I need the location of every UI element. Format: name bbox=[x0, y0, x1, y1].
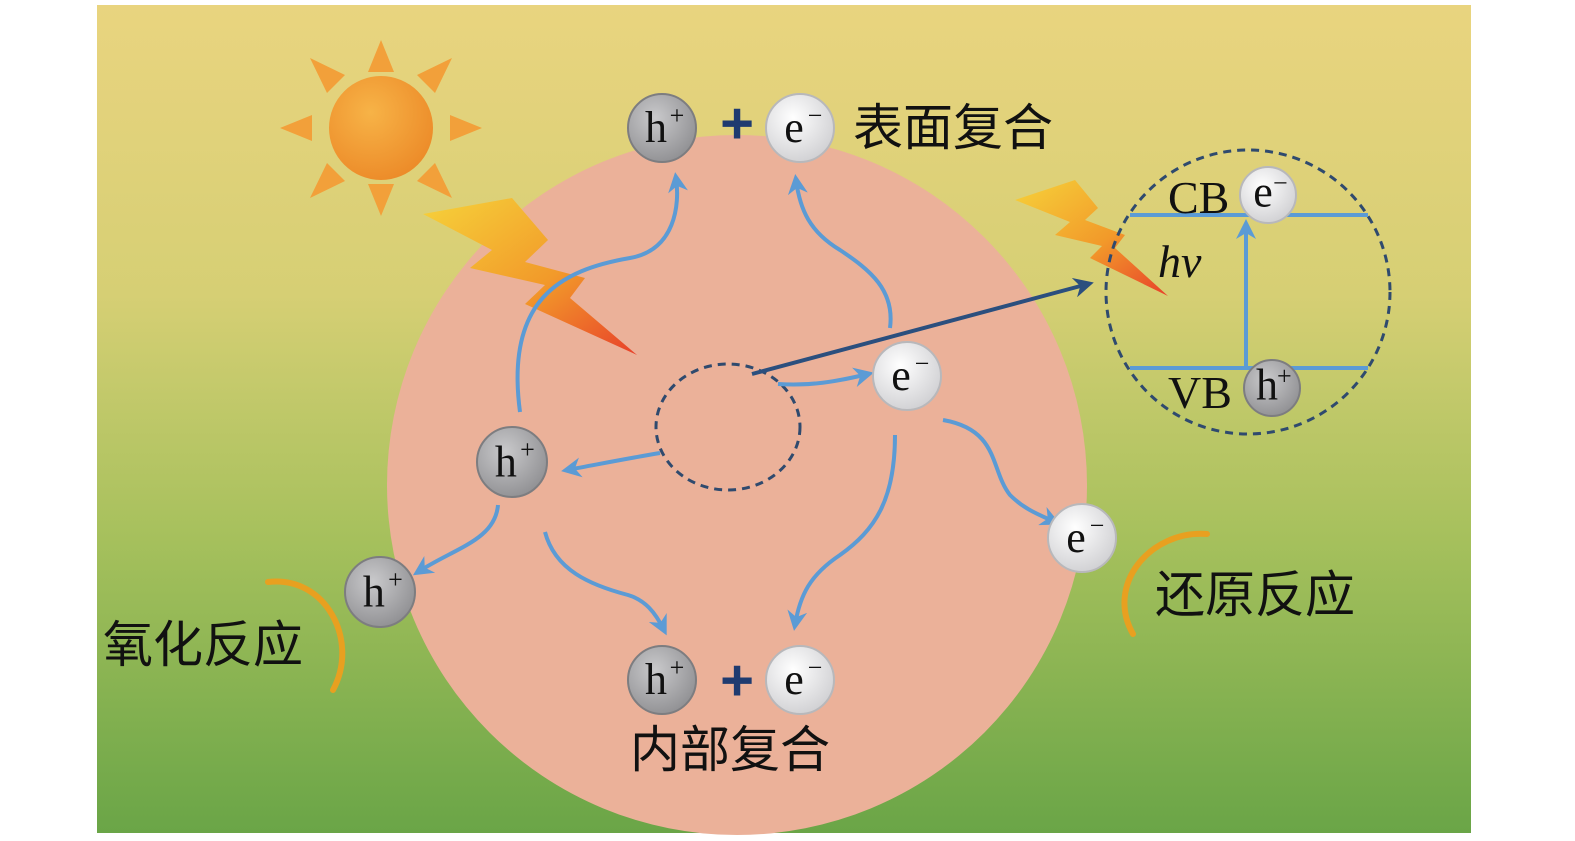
hole-to-oxidation-arrow bbox=[412, 504, 500, 576]
hole-generation-arrow bbox=[561, 451, 661, 478]
reduction-arc bbox=[1121, 530, 1210, 637]
electron-charge-superscript: − bbox=[915, 349, 930, 378]
hole-surface: h+ bbox=[627, 93, 697, 163]
hole-symbol: h bbox=[645, 655, 667, 704]
electron-bulk: e− bbox=[765, 645, 835, 715]
electron-charge-superscript: − bbox=[808, 101, 823, 130]
oxidation-arc bbox=[265, 578, 346, 693]
internal-recombination-label: 内部复合 bbox=[630, 721, 830, 779]
electron-reduction: e− bbox=[1047, 503, 1117, 573]
hole-symbol: h bbox=[645, 103, 667, 152]
hole-charge-superscript: + bbox=[520, 435, 535, 464]
band-diagram-circle bbox=[1104, 148, 1392, 436]
electron-symbol: e bbox=[784, 103, 804, 152]
electron-surface: e− bbox=[765, 93, 835, 163]
hole-symbol: h bbox=[1256, 361, 1278, 410]
electron-symbol: e bbox=[784, 655, 804, 704]
electron-symbol: e bbox=[1066, 513, 1086, 562]
plus-icon: + bbox=[720, 648, 754, 713]
hole-symbol: h bbox=[495, 437, 517, 486]
electron-to-bulk-arrow bbox=[787, 434, 897, 631]
electron-charge-superscript: − bbox=[808, 653, 823, 682]
electron-to-surface-arrow bbox=[787, 174, 893, 329]
electron-generated: e− bbox=[872, 341, 942, 411]
plus-icon: + bbox=[720, 91, 754, 156]
surface-recombination-label: 表面复合 bbox=[853, 99, 1053, 157]
hole-generated: h+ bbox=[476, 426, 548, 498]
electron-symbol: e bbox=[891, 351, 911, 400]
hole-symbol: h bbox=[363, 567, 385, 616]
lightning-icon bbox=[1015, 180, 1168, 296]
electron-charge-superscript: − bbox=[1090, 511, 1105, 540]
vb-label: VB bbox=[1168, 367, 1232, 418]
electron-generation-arrow bbox=[777, 367, 874, 388]
hole-to-surface-arrow bbox=[515, 172, 688, 413]
electron-to-reduction-arrow bbox=[942, 418, 1061, 526]
lightning-icon bbox=[423, 198, 637, 355]
hole-to-bulk-arrow bbox=[543, 531, 667, 636]
hole-bulk: h+ bbox=[627, 645, 697, 715]
electron-charge-superscript: − bbox=[1273, 169, 1288, 198]
hole-vb: h+ bbox=[1243, 359, 1301, 417]
electron-symbol: e bbox=[1253, 168, 1273, 217]
excitation-site bbox=[654, 362, 802, 492]
reduction-reaction-label: 还原反应 bbox=[1155, 566, 1355, 624]
zoom-arrow bbox=[751, 277, 1094, 376]
hole-charge-superscript: + bbox=[670, 653, 685, 682]
electron-cb: e− bbox=[1239, 166, 1297, 224]
hole-charge-superscript: + bbox=[1277, 362, 1292, 391]
hole-oxidation: h+ bbox=[344, 556, 416, 628]
hole-charge-superscript: + bbox=[388, 565, 403, 594]
cb-label: CB bbox=[1168, 172, 1229, 223]
oxidation-reaction-label: 氧化反应 bbox=[103, 616, 303, 674]
sun-icon bbox=[280, 40, 482, 216]
hv-label: hv bbox=[1158, 236, 1202, 287]
hole-charge-superscript: + bbox=[670, 101, 685, 130]
